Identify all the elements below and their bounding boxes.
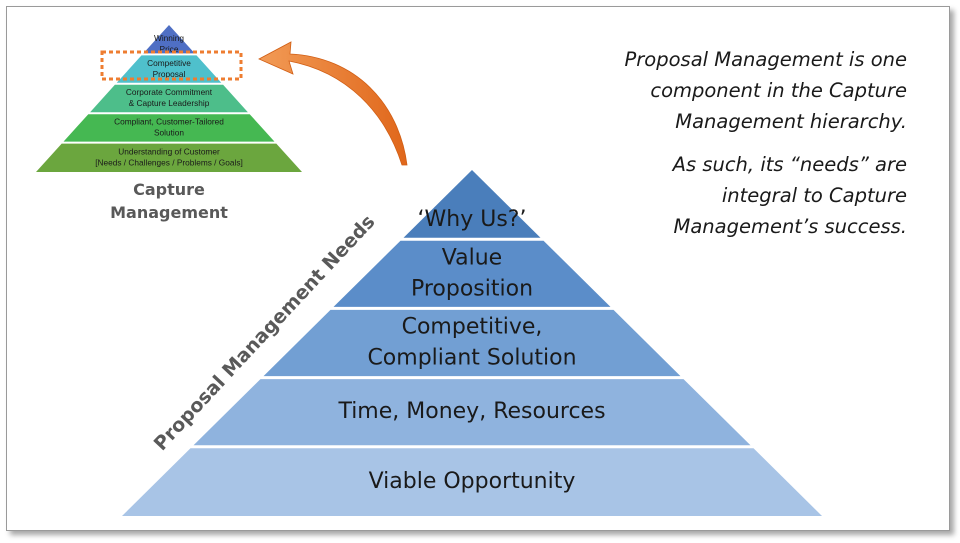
- capture-tier-5-label: [Needs / Challenges / Problems / Goals]: [95, 157, 243, 167]
- description-text: Proposal Management is one component in …: [607, 44, 907, 254]
- capture-pyramid: WinningPriceCompetitiveProposalCorporate…: [36, 25, 302, 172]
- proposal-tier-3-label: Competitive,: [402, 315, 543, 340]
- capture-tier-5: [36, 143, 302, 172]
- proposal-tier-5-label: Viable Opportunity: [369, 469, 576, 494]
- proposal-tier-3-label: Compliant Solution: [367, 346, 576, 371]
- proposal-tier-1-label: ‘Why Us?’: [418, 207, 527, 232]
- capture-tier-1-label: Price: [160, 44, 179, 54]
- proposal-tier-3: [263, 309, 681, 377]
- capture-tier-4: [63, 114, 275, 142]
- proposal-tier-4-label: Time, Money, Resources: [337, 399, 605, 424]
- competitive-proposal-highlight-box: [100, 50, 243, 81]
- capture-tier-5-label: Understanding of Customer: [118, 146, 220, 156]
- diagram-canvas: WinningPriceCompetitiveProposalCorporate…: [36, 25, 822, 516]
- description-paragraph-2: As such, its “needs” are integral to Cap…: [672, 153, 907, 238]
- proposal-tier-2-label: Value: [442, 245, 502, 270]
- proposal-tier-1: [403, 170, 541, 238]
- capture-tier-2-label: Proposal: [153, 69, 186, 79]
- capture-caption-line: Management: [110, 203, 228, 222]
- capture-tier-1: [143, 25, 195, 54]
- curved-arrow-icon: [258, 41, 408, 166]
- capture-tier-1-label: Winning: [154, 33, 184, 43]
- capture-tier-4-label: Solution: [154, 128, 184, 138]
- capture-tier-4-label: Compliant, Customer-Tailored: [114, 117, 224, 127]
- capture-tier-2: [116, 55, 222, 83]
- proposal-tier-2-label: Proposition: [411, 276, 533, 301]
- capture-tier-2-label: Competitive: [147, 58, 191, 68]
- proposal-tier-5: [122, 448, 822, 516]
- proposal-tier-2: [333, 240, 611, 307]
- capture-tier-3-label: Corporate Commitment: [126, 87, 213, 97]
- description-paragraph-1: Proposal Management is one component in …: [624, 48, 907, 133]
- proposal-tier-4: [193, 379, 751, 446]
- capture-tier-3-label: & Capture Leadership: [129, 98, 210, 108]
- capture-caption-line: Capture: [133, 180, 205, 199]
- capture-tier-3: [90, 84, 248, 113]
